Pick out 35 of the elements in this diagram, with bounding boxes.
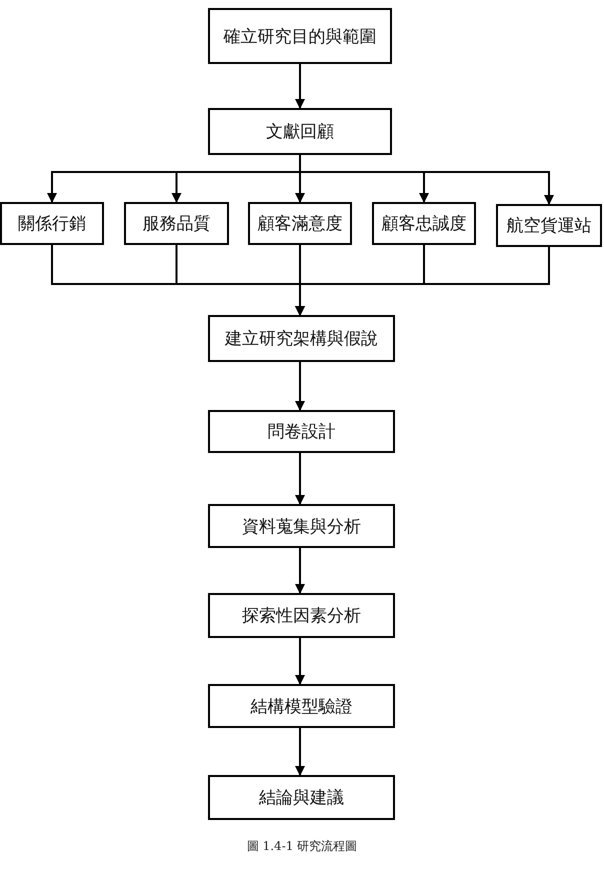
process-box	[208, 593, 395, 638]
process-box	[124, 202, 229, 245]
arrow	[299, 155, 554, 205]
arrow	[295, 64, 305, 109]
arrow	[295, 728, 305, 776]
node-label: 建立研究架構與假說	[225, 328, 378, 350]
arrow	[295, 638, 305, 685]
process-box	[208, 315, 395, 362]
node-label: 結論與建議	[259, 787, 344, 809]
process-box	[496, 204, 602, 247]
process-box	[208, 8, 392, 64]
process-box	[372, 202, 476, 245]
node-label: 關係行銷	[18, 213, 86, 235]
arrow	[295, 453, 305, 505]
process-box	[248, 202, 352, 245]
node-label: 服務品質	[142, 213, 210, 235]
node-label: 顧客忠誠度	[382, 213, 466, 235]
process-box	[208, 775, 395, 820]
node-label: 資料蒐集與分析	[242, 516, 361, 538]
node-label: 確立研究目的與範圍	[224, 26, 376, 48]
node-label: 問卷設計	[268, 421, 336, 443]
node-label: 結構模型驗證	[250, 696, 352, 718]
node-label: 航空貨運站	[506, 215, 592, 237]
process-box	[208, 684, 395, 728]
node-label: 顧客滿意度	[258, 213, 342, 235]
arrow	[295, 362, 305, 411]
figure-caption: 圖 1.4-1 研究流程圖	[246, 839, 358, 853]
process-box	[208, 504, 395, 548]
process-box	[0, 202, 104, 245]
arrow	[295, 247, 550, 316]
arrow	[295, 548, 305, 594]
process-box	[208, 108, 392, 155]
node-label: 探索性因素分析	[242, 605, 361, 627]
node-label: 文獻回顧	[266, 121, 334, 143]
process-box	[208, 410, 395, 453]
